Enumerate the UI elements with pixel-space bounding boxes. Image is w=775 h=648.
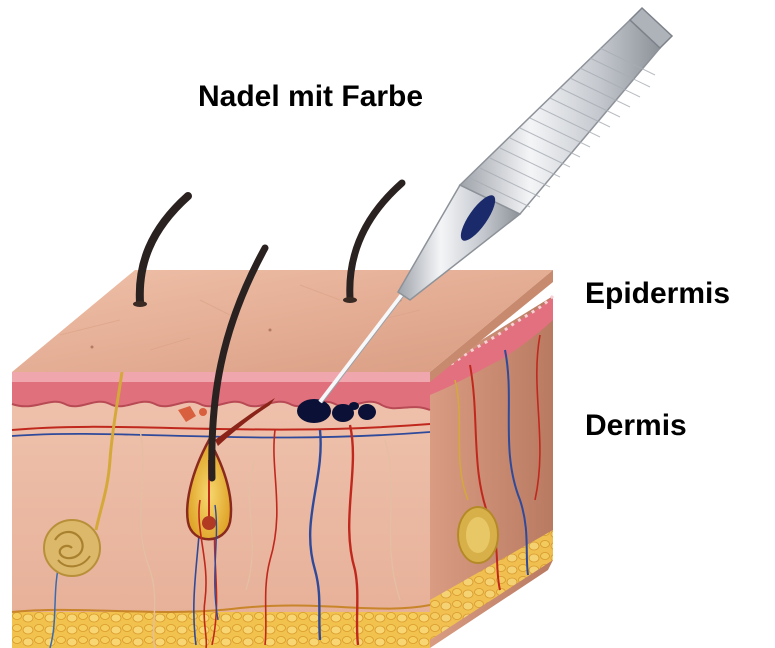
needle-label: Nadel mit Farbe — [198, 82, 423, 112]
dermis-label: Dermis — [585, 411, 687, 441]
epidermis-label: Epidermis — [585, 279, 730, 309]
